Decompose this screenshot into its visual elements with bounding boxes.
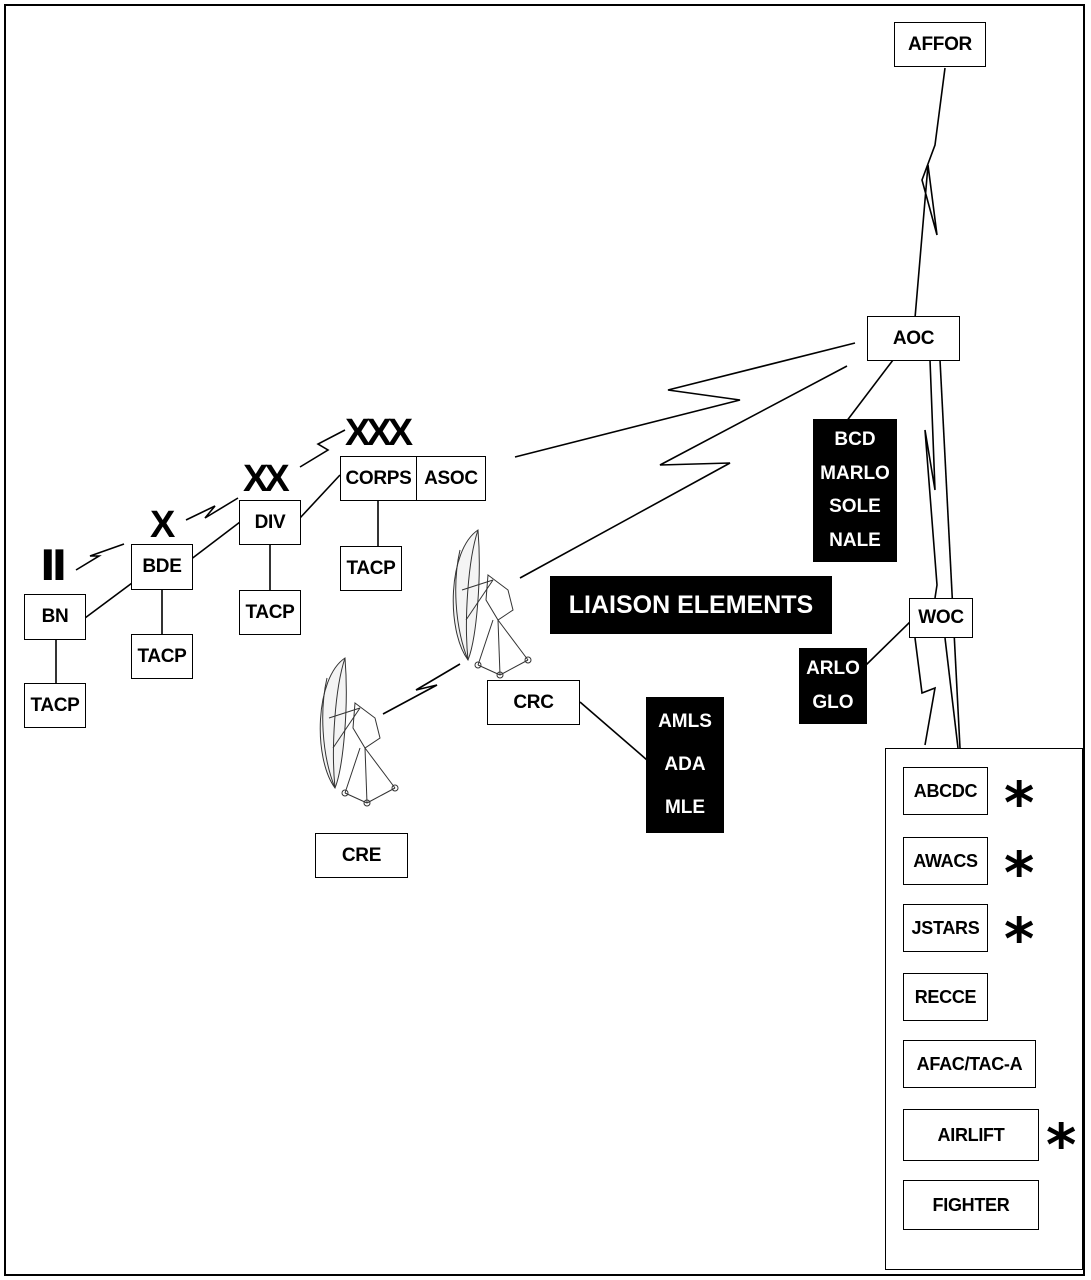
link-bn-bde-solid: [84, 582, 133, 619]
tacp-bde-box: TACP: [131, 634, 193, 679]
liaison-marlo: MARLO: [820, 462, 890, 484]
bde-box: BDE: [131, 544, 193, 590]
aoc-liaison-block: BCD MARLO SOLE NALE: [813, 419, 897, 562]
asterisk-awacs: *: [1004, 839, 1035, 907]
link-aoc-assets: [939, 359, 961, 749]
tacp-corps-box: TACP: [340, 546, 402, 591]
satellite-dish-icon: [319, 657, 399, 807]
liaison-ada: ADA: [664, 753, 706, 775]
echelon-corps-symbol: XXX: [345, 412, 413, 454]
link-woc-assets-b: [944, 637, 959, 749]
asterisk-abcdc: *: [1004, 769, 1035, 837]
woc-box: WOC: [909, 598, 973, 638]
link-affor-aoc: [914, 67, 946, 319]
cre-box: CRE: [315, 833, 408, 878]
tacp-div-box: TACP: [239, 590, 301, 635]
bn-box: BN: [24, 594, 86, 640]
aoc-box: AOC: [867, 316, 960, 361]
link-aoc-bcd: [845, 359, 894, 423]
liaison-sole: SOLE: [829, 496, 881, 518]
asset-fighter: FIGHTER: [903, 1180, 1039, 1230]
asoc-box: ASOC: [416, 456, 486, 501]
asterisk-airlift: *: [1046, 1111, 1077, 1179]
echelon-battalion-symbol: II: [40, 541, 67, 590]
link-woc-arlo: [865, 619, 913, 666]
link-aoc-dish: [519, 365, 848, 579]
link-bn-bde: [75, 543, 125, 571]
link-woc-assets-a: [914, 637, 937, 746]
link-aoc-woc: [924, 359, 938, 599]
crc-box: CRC: [487, 680, 580, 725]
tacp-bn-box: TACP: [24, 683, 86, 728]
asset-airlift: AIRLIFT: [903, 1109, 1039, 1161]
affor-box: AFFOR: [894, 22, 986, 67]
echelon-division-symbol: XX: [243, 458, 290, 500]
woc-liaison-block: ARLO GLO: [799, 648, 867, 724]
liaison-elements-legend: LIAISON ELEMENTS: [550, 576, 832, 634]
asset-jstars: JSTARS: [903, 904, 988, 952]
div-box: DIV: [239, 500, 301, 545]
asset-abcdc: ABCDC: [903, 767, 988, 815]
liaison-mle: MLE: [664, 796, 706, 818]
asset-afac-tac-a: AFAC/TAC-A: [903, 1040, 1036, 1088]
link-div-corps-solid: [299, 474, 341, 519]
asterisk-jstars: *: [1004, 905, 1035, 973]
link-bde-div-solid: [189, 521, 241, 561]
asset-awacs: AWACS: [903, 837, 988, 885]
link-div-corps: [299, 429, 346, 468]
link-aoc-asoc: [514, 342, 856, 458]
liaison-glo: GLO: [812, 692, 854, 713]
liaison-nale: NALE: [829, 530, 881, 552]
liaison-bcd: BCD: [834, 428, 876, 450]
echelon-brigade-symbol: X: [150, 504, 176, 546]
liaison-amls: AMLS: [658, 711, 712, 733]
asset-recce: RECCE: [903, 973, 988, 1021]
crc-liaison-block: AMLS ADA MLE: [646, 697, 724, 833]
liaison-arlo: ARLO: [806, 658, 860, 679]
diagram-frame: [4, 4, 1085, 1276]
link-dish-dish: [382, 663, 461, 715]
link-bde-div: [185, 497, 239, 521]
satellite-dish-icon: [452, 529, 532, 679]
link-crc-amls: [579, 701, 648, 761]
corps-box: CORPS: [340, 456, 417, 501]
